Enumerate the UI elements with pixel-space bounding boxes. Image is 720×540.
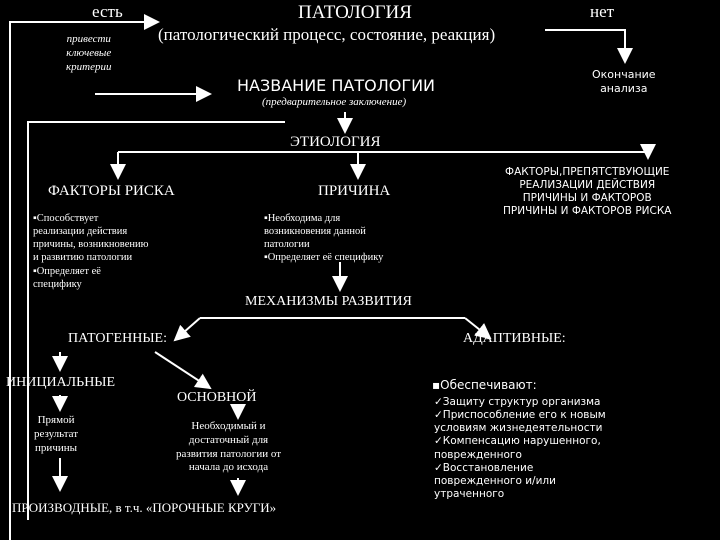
pathology-title: ПАТОЛОГИЯ bbox=[298, 2, 412, 23]
risk-factors-text: ▪Способствует реализации действия причин… bbox=[33, 213, 149, 290]
main-text: Необходимый и достаточный для развития п… bbox=[176, 420, 281, 474]
criteria-note: привести ключевые критерии bbox=[66, 33, 112, 73]
pathology-subtitle: (патологический процесс, состояние, реак… bbox=[158, 25, 496, 44]
pathogenic-title: ПАТОГЕННЫЕ: bbox=[68, 331, 167, 346]
risk-factors-title: ФАКТОРЫ РИСКА bbox=[48, 183, 175, 199]
mechanisms-title: МЕХАНИЗМЫ РАЗВИТИЯ bbox=[245, 294, 412, 309]
derived-title: ПРОИЗВОДНЫЕ, в т.ч. «ПОРОЧНЫЕ КРУГИ» bbox=[12, 500, 277, 515]
etiology-title: ЭТИОЛОГИЯ bbox=[290, 134, 381, 150]
cause-text: ▪Необходима для возникновения данной пат… bbox=[264, 213, 384, 264]
hindering-factors-title: ФАКТОРЫ,ПРЕПЯТСТВУЮЩИЕ РЕАЛИЗАЦИИ ДЕЙСТВ… bbox=[503, 166, 672, 218]
initial-text: Прямой результат причины bbox=[34, 414, 79, 454]
pathology-name-title: НАЗВАНИЕ ПАТОЛОГИИ bbox=[237, 76, 436, 95]
main-title: ОСНОВНОЙ bbox=[177, 390, 257, 405]
initial-title: ИНИЦИАЛЬНЫЕ bbox=[6, 375, 116, 390]
adaptive-title: АДАПТИВНЫЕ: bbox=[463, 331, 566, 346]
adaptive-items: ✓Защиту структур организма ✓Приспособлен… bbox=[434, 396, 606, 500]
adaptive-lead: ▪Обеспечивают: bbox=[432, 378, 537, 392]
yes-label: есть bbox=[92, 2, 123, 21]
cause-title: ПРИЧИНА bbox=[318, 183, 391, 199]
no-label: нет bbox=[590, 2, 615, 21]
end-analysis-label: Окончание анализа bbox=[592, 68, 656, 95]
preliminary-conclusion-note: (предварительное заключение) bbox=[262, 96, 407, 108]
